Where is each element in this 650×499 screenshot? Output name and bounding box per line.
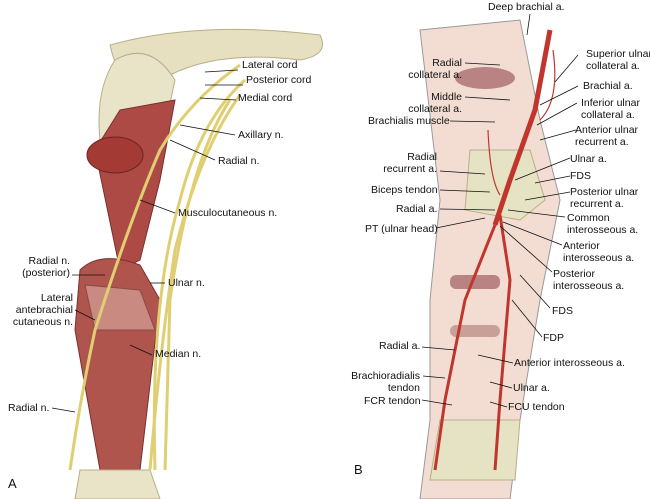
label-medial-cord: Medial cord <box>238 92 293 104</box>
label-median-n: Median n. <box>155 348 202 360</box>
label-radial-a-upper: Radial a. <box>396 203 438 215</box>
label-line: cutaneous n. <box>12 316 73 328</box>
label-fcu-tendon: FCU tendon <box>508 401 565 413</box>
label-musculocutaneous-n: Musculocutaneous n. <box>178 207 278 219</box>
carpal-bones <box>429 419 521 481</box>
label-line: Lateral <box>40 292 73 304</box>
label-line: interosseous a. <box>567 224 639 236</box>
label-line: interosseous a. <box>553 280 625 292</box>
label-radial-n-upper: Radial n. <box>218 155 260 167</box>
label-line: recurrent a. <box>570 198 624 210</box>
label-ulnar-a-lower: Ulnar a. <box>513 382 550 394</box>
label-posterior-cord: Posterior cord <box>246 74 312 86</box>
label-line: collateral a. <box>408 69 462 81</box>
label-deep-brachial: Deep brachial a. <box>488 1 565 13</box>
label-line: tendon <box>387 382 420 394</box>
label-line: Inferior ulnar <box>581 97 640 109</box>
label-radial-a-lower: Radial a. <box>379 340 421 352</box>
panel-a-letter: A <box>8 476 17 491</box>
wrist-bones <box>74 469 161 499</box>
label-fcr-tendon: FCR tendon <box>364 395 421 407</box>
label-line: Radial <box>432 57 462 69</box>
label-line: Posterior ulnar <box>570 186 639 198</box>
label-fds-upper: FDS <box>570 170 591 182</box>
label-axillary-n: Axillary n. <box>238 129 284 141</box>
label-line: Superior ulnar <box>586 48 650 60</box>
label-brachialis: Brachialis muscle <box>368 115 450 127</box>
label-ulnar-a-upper: Ulnar a. <box>570 153 607 165</box>
label-fds-lower: FDS <box>552 305 573 317</box>
label-line: Anterior <box>563 240 600 252</box>
nerves <box>68 63 246 471</box>
cut-fds <box>450 275 500 289</box>
label-fdp: FDP <box>543 332 564 344</box>
label-line: Brachioradialis <box>351 370 420 382</box>
label-line: antebrachial <box>15 304 73 316</box>
cut-biceps <box>455 67 515 89</box>
cut-muscle <box>86 136 144 174</box>
panel-b-letter: B <box>354 462 363 477</box>
label-line: Common <box>567 212 610 224</box>
label-line: recurrent a. <box>383 163 437 175</box>
label-line: (posterior) <box>22 267 70 279</box>
cut-forearm <box>84 284 156 331</box>
label-line: Middle <box>431 91 462 103</box>
label-line: collateral a. <box>581 109 635 121</box>
label-anterior-interosseous-lower: Anterior interosseous a. <box>514 357 625 369</box>
label-lateral-cord: Lateral cord <box>242 59 298 71</box>
label-radial-n-posterior: Radial n.(posterior) <box>10 255 70 279</box>
label-ulnar-n: Ulnar n. <box>168 277 205 289</box>
label-line: recurrent a. <box>575 136 629 148</box>
label-line: Radial <box>407 151 437 163</box>
panel-a-arm <box>68 28 323 499</box>
label-line: Anterior ulnar <box>575 124 639 136</box>
cut-fdp <box>450 325 500 337</box>
label-pt-ulnar-head: PT (ulnar head) <box>365 223 438 235</box>
label-line: collateral a. <box>586 60 640 72</box>
label-line: Posterior <box>553 268 596 280</box>
label-biceps-tendon: Biceps tendon <box>371 184 438 196</box>
panel-b-arm <box>419 19 561 499</box>
label-line: Radial n. <box>28 255 70 267</box>
label-line: interosseous a. <box>563 252 635 264</box>
label-line: collateral a. <box>408 103 462 115</box>
leader-lines <box>51 13 579 413</box>
label-radial-n-lower: Radial n. <box>8 402 50 414</box>
label-brachial-a: Brachial a. <box>583 80 633 92</box>
